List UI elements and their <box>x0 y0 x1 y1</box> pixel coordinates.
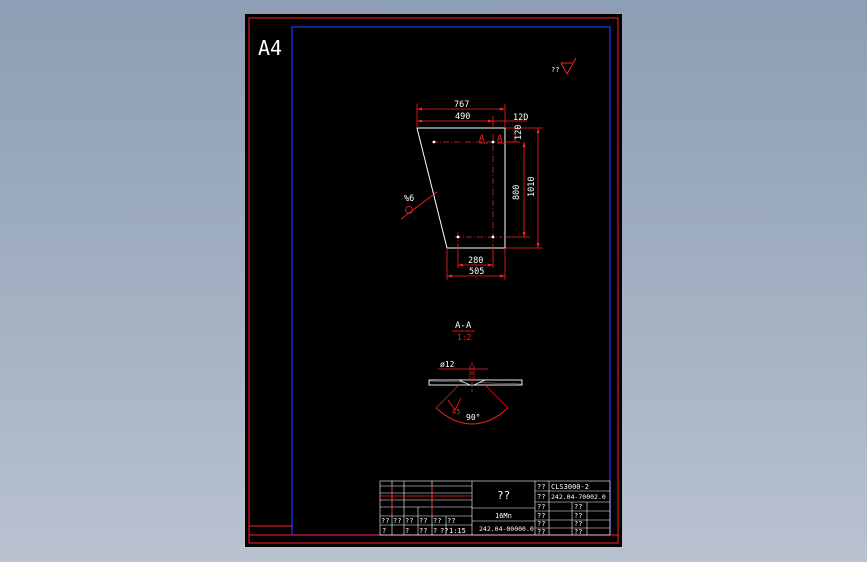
hole-marker <box>432 140 436 144</box>
section-scale: 1:2 <box>457 333 472 342</box>
sheet-size-label: A4 <box>258 36 282 60</box>
title-block-texts: ?? 16Mn 242.04-00000.0 CLS3000-2 242.04-… <box>381 483 606 536</box>
dim-490: 490 <box>455 112 470 122</box>
left-row1-cell: ?? <box>393 517 401 525</box>
hole-dia-label: ø12 <box>440 360 455 369</box>
part-name: ?? <box>497 489 510 502</box>
left-row2-cell: ?? <box>440 527 448 535</box>
title-block-frame <box>379 480 611 536</box>
left-row1-cell: ?? <box>447 517 455 525</box>
dimension-lines <box>400 104 543 280</box>
outer-frame <box>248 17 619 544</box>
angle-arc <box>435 407 509 425</box>
section-cut-marks: A A <box>479 134 503 144</box>
right-label: ?? <box>537 512 545 520</box>
section-mark-right: A <box>497 134 503 144</box>
hole-marker <box>491 140 495 144</box>
left-row2-cell: ? <box>433 527 437 535</box>
dimension-texts: 767 490 12D 280 505 %6 120 800 1010 <box>404 100 537 277</box>
left-row1-cell: ?? <box>381 517 389 525</box>
hole-marker <box>491 235 495 239</box>
section-title: A-A <box>455 321 472 331</box>
material: 16Mn <box>495 512 512 520</box>
dim-505: 505 <box>469 267 484 277</box>
hole-centerlines <box>432 134 502 245</box>
doc-number: 242.04-70002.0 <box>551 493 606 501</box>
surface-symbol-small <box>447 397 462 411</box>
angle-label: 90° <box>466 413 480 422</box>
drawing-number: 242.04-00000.0 <box>479 525 534 533</box>
section-mark-left: A <box>479 134 485 144</box>
dim-280: 280 <box>468 256 483 266</box>
right-label: ?? <box>574 528 582 536</box>
right-label: ?? <box>537 503 545 511</box>
dim-120-top: 12D <box>513 113 528 123</box>
left-row2-cell: ? <box>405 527 409 535</box>
dim-767: 767 <box>454 100 469 110</box>
left-row1-cell: ?? <box>405 517 413 525</box>
holes <box>432 140 495 239</box>
dim-120-side: 120 <box>514 125 524 140</box>
title-block <box>379 480 611 536</box>
hole-marker <box>456 235 460 239</box>
right-label: ?? <box>574 520 582 528</box>
doc-code: CLS3000-2 <box>551 483 589 491</box>
title-block-red-lines <box>380 486 472 516</box>
right-label: ?? <box>537 520 545 528</box>
left-row2-cell: ?? <box>419 527 427 535</box>
surface-roughness-symbol: ?? <box>551 57 577 76</box>
left-row1-cell: ?? <box>419 517 427 525</box>
dim-800: 800 <box>512 185 522 200</box>
left-row2-cell: ? <box>382 527 386 535</box>
right-label: ?? <box>574 512 582 520</box>
right-label: ?? <box>537 483 545 491</box>
surface-roughness-text: ?? <box>551 66 559 74</box>
right-label: ?? <box>537 528 545 536</box>
dim-1010: 1010 <box>527 177 537 197</box>
right-label: ?? <box>537 493 545 501</box>
dimension-arrows <box>417 107 540 278</box>
right-label: ?? <box>574 503 582 511</box>
dim-hole-dia: %6 <box>404 194 414 204</box>
drawing-sheet <box>245 14 622 547</box>
section-view: ø12 45 90° <box>428 360 523 425</box>
angle-ext-line-right <box>484 384 509 409</box>
left-row1-cell: ?? <box>433 517 441 525</box>
countersink-label: 45 <box>452 408 460 416</box>
left-row2-cell: 1:15 <box>449 527 466 535</box>
angle-ext-line-left <box>435 384 460 409</box>
